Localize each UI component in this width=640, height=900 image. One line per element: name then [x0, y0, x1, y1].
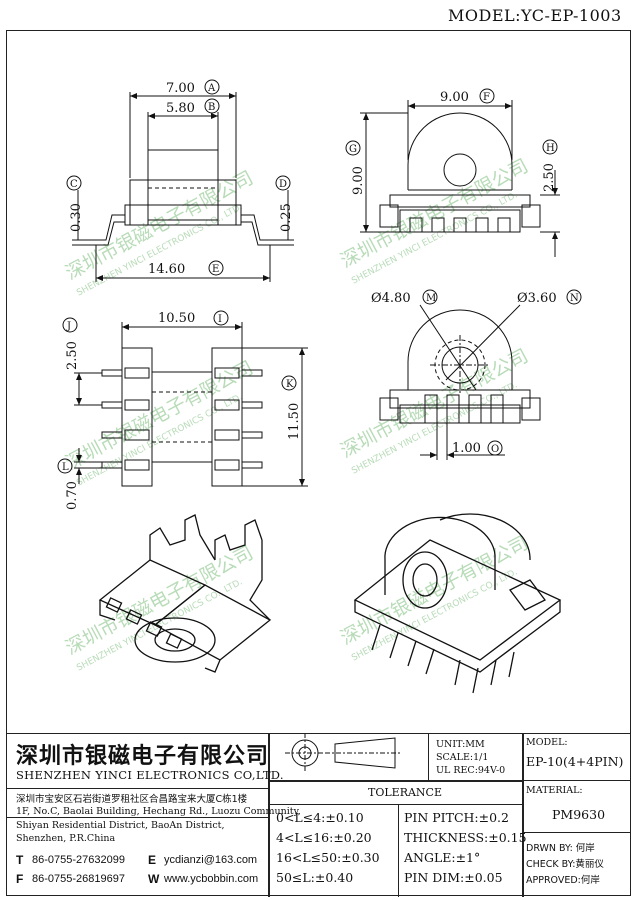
- projection-symbol: [285, 733, 400, 773]
- tolerance-3: 16<L≤50:±0.30: [276, 850, 380, 865]
- pin-pitch: PIN PITCH:±0.2: [404, 810, 509, 825]
- tel-value: 86-0755-27632099: [32, 854, 125, 866]
- isometric-view-left: [98, 514, 272, 673]
- dim-b-tag: B: [208, 102, 215, 113]
- dim-c-tag: C: [70, 179, 78, 190]
- model-value: EP-10(4+4PIN): [526, 754, 624, 769]
- ul-rec: UL REC:94V-0: [436, 765, 506, 776]
- company-name-cn: 深圳市银磁电子有限公司: [16, 744, 270, 769]
- thickness: THICKNESS:±0.15: [404, 830, 527, 845]
- dim-n-value: Ø3.60: [517, 291, 557, 306]
- email-key: E: [148, 853, 157, 867]
- dim-b-value: 5.80: [166, 101, 195, 116]
- side-view: 9.00 F 9.00 G 2.50 H: [345, 88, 560, 257]
- tel-key: T: [16, 853, 24, 867]
- company-name-en: SHENZHEN YINCI ELECTRONICS CO,LTD.: [16, 768, 284, 782]
- isometric-view-right: [353, 513, 562, 694]
- dim-o-value: 1.00: [452, 441, 481, 456]
- dim-l-value: 0.70: [65, 481, 80, 510]
- title-block: 深圳市银磁电子有限公司 SHENZHEN YINCI ELECTRONICS C…: [6, 733, 631, 897]
- dim-e-value: 14.60: [148, 262, 185, 277]
- dim-d-tag: D: [279, 179, 287, 190]
- fax-value: 86-0755-26819697: [32, 873, 125, 885]
- dim-f-value: 9.00: [440, 90, 469, 105]
- model-label: MODEL:: [526, 737, 568, 748]
- email-value: ycdianzi@163.com: [164, 854, 258, 866]
- address-en-3: Shenzhen, P.R.China: [16, 833, 116, 844]
- fax-key: F: [16, 872, 24, 886]
- dim-h-value: 2.50: [542, 163, 557, 192]
- address-en-2: Shiyan Residential District, BaoAn Distr…: [16, 820, 225, 831]
- web-key: W: [148, 872, 160, 886]
- detail-view: Ø4.80 M Ø3.60 N 1.00 O: [371, 289, 582, 460]
- dim-h-tag: H: [546, 143, 555, 154]
- drawing-frame: [6, 30, 631, 896]
- dim-j-tag: J: [66, 321, 71, 332]
- dim-m-value: Ø4.80: [371, 291, 411, 306]
- watermark-cn: 深圳市银磁电子有限公司: [62, 542, 257, 660]
- scale: SCALE:1/1: [436, 752, 489, 763]
- address-en-1: 1F, No.C, Baolai Building, Hechang Rd., …: [16, 806, 301, 817]
- dim-i-tag: I: [218, 314, 222, 325]
- dim-k-tag: K: [286, 379, 294, 390]
- dim-a-tag: A: [207, 83, 216, 94]
- dim-c-value: 0.30: [69, 203, 84, 232]
- dim-g-tag: G: [349, 144, 357, 155]
- web-value: www.ycbobbin.com: [164, 873, 259, 885]
- dim-o-tag: O: [491, 444, 499, 455]
- material-value: PM9630: [552, 807, 606, 822]
- dim-f-tag: F: [483, 92, 490, 103]
- checked-by: CHECK BY:黄丽仪: [526, 859, 604, 870]
- model-header: MODEL:YC-EP-1003: [448, 6, 622, 25]
- dim-j-value: 2.50: [65, 341, 80, 370]
- drawn-by: DRWN BY: 何岸: [526, 843, 595, 854]
- material-label: MATERIAL:: [526, 785, 583, 796]
- dim-l-tag: L: [62, 462, 69, 473]
- tolerance-4: 50≤L:±0.40: [276, 870, 354, 885]
- dim-g-value: 9.00: [351, 166, 366, 195]
- approved-by: APPROVED:何岸: [526, 875, 600, 886]
- tolerance-2: 4<L≤16:±0.20: [276, 830, 372, 845]
- dim-m-tag: M: [426, 293, 436, 304]
- dim-i-value: 10.50: [158, 311, 195, 326]
- bottom-view: 10.50 I 2.50 J 0.70 L 11.50 K: [57, 310, 308, 510]
- unit: UNIT:MM: [436, 739, 485, 750]
- front-view: 7.00 A 5.80 B 0.30 C 0.25 D: [66, 79, 294, 282]
- dim-d-value: 0.25: [279, 203, 294, 232]
- pin-dim: PIN DIM:±0.05: [404, 870, 503, 885]
- tolerance-1: 0<L≤4:±0.10: [276, 810, 364, 825]
- address-cn: 深圳市宝安区石岩街道罗租社区合昌路宝来大厦C栋1楼: [16, 794, 248, 805]
- dim-a-value: 7.00: [166, 81, 195, 96]
- angle: ANGLE:±1°: [404, 850, 481, 865]
- tolerance-title: TOLERANCE: [368, 786, 442, 799]
- watermark-cn: 深圳市银磁电子有限公司: [62, 357, 257, 475]
- dim-e-tag: E: [212, 264, 219, 275]
- dim-n-tag: N: [570, 293, 579, 304]
- dim-k-value: 11.50: [287, 403, 302, 440]
